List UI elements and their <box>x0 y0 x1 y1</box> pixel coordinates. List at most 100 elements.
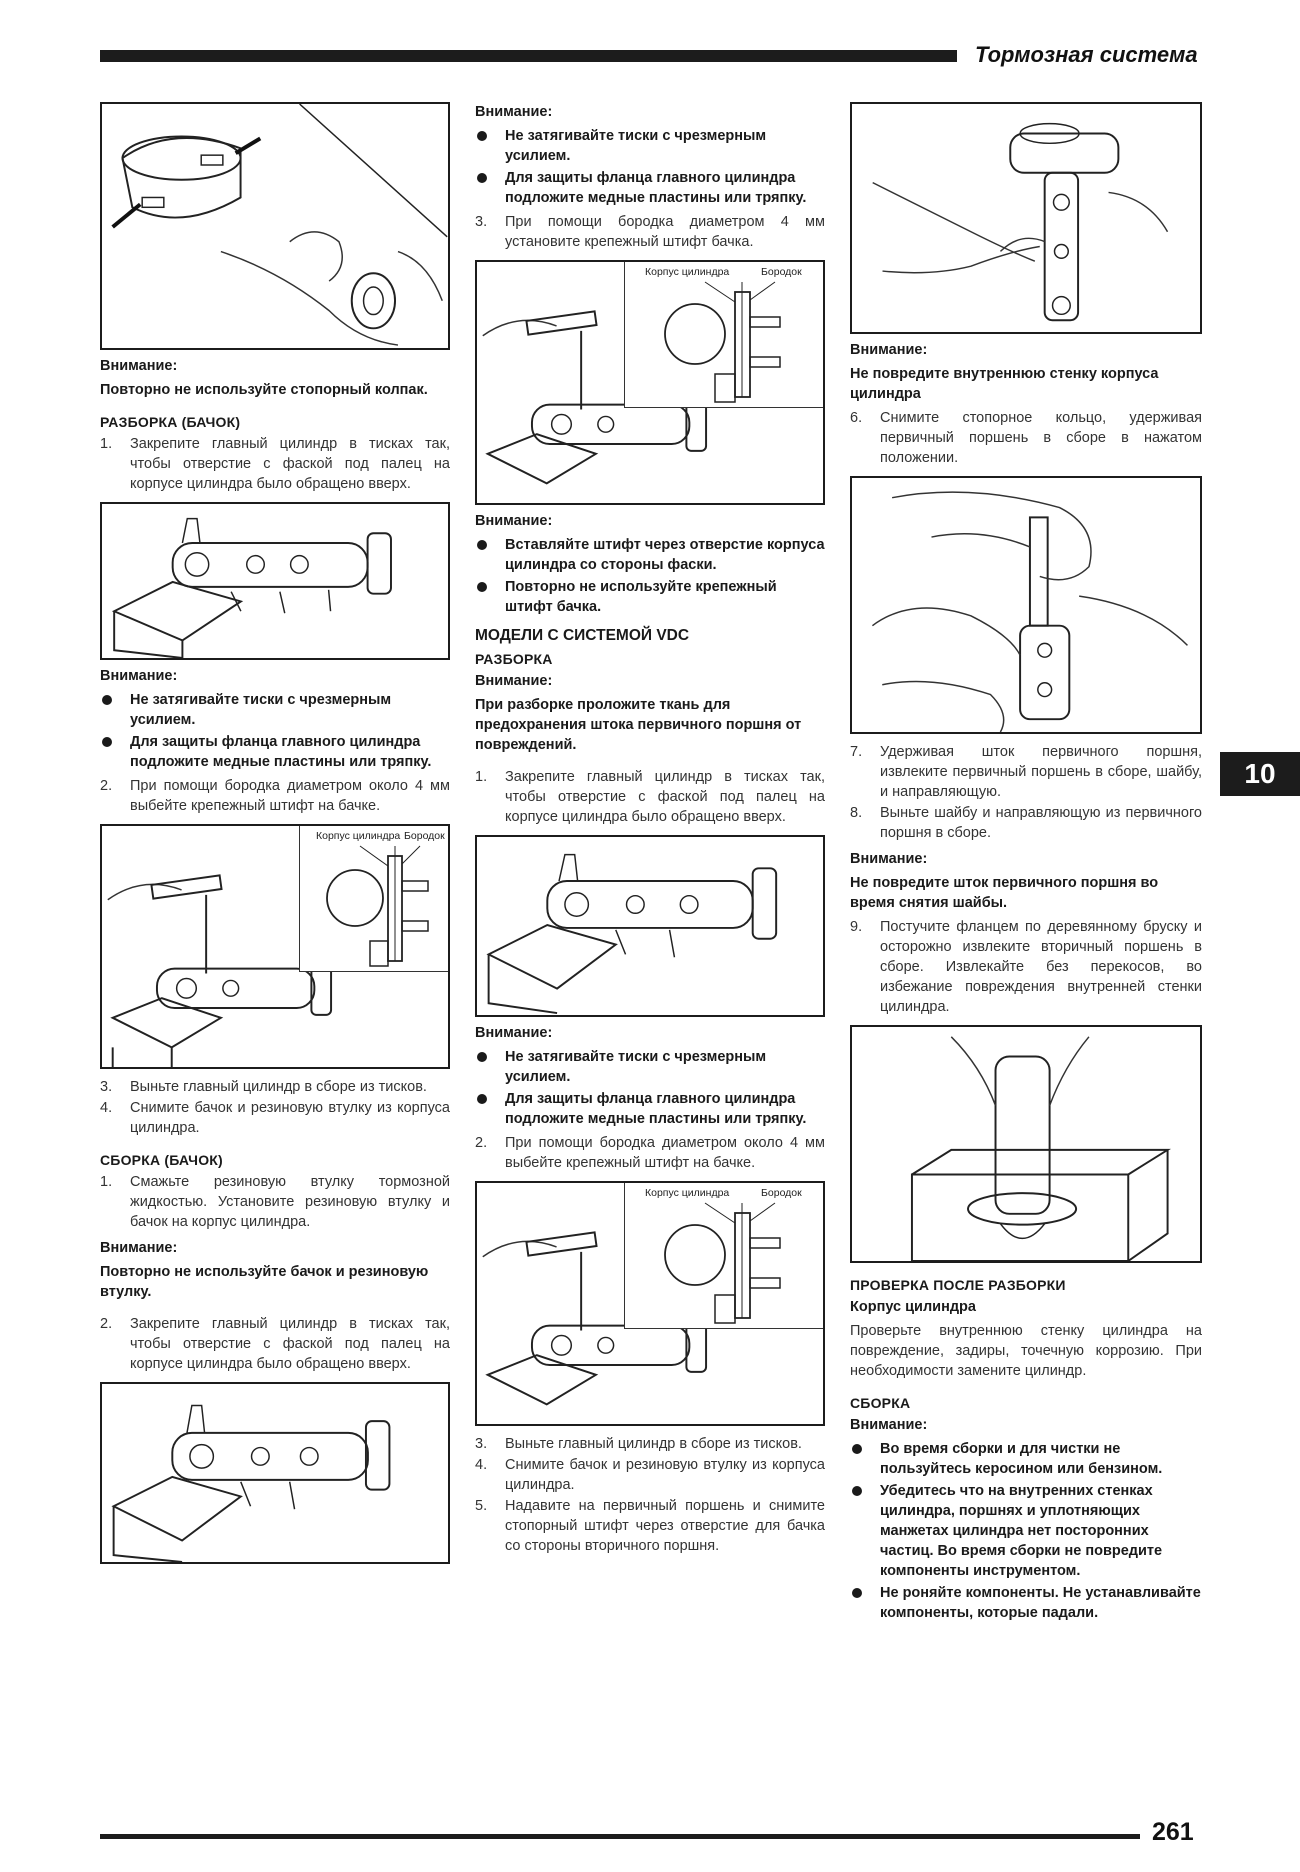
figure-inset-diagram: Корпус цилиндра Бородок <box>624 262 823 408</box>
figure-inset-diagram: Корпус цилиндра Бородок <box>624 1183 823 1329</box>
list-item: 4.Снимите бачок и резиновую втулку из ко… <box>475 1457 825 1493</box>
label-cylinder-body: Корпус цилиндра <box>645 266 730 278</box>
label-punch: Бородок <box>761 1187 802 1199</box>
paragraph: Проверьте внутреннюю стенку цилиндра на … <box>850 1323 1202 1379</box>
warning-list: Не затягивайте тиски с чрезмерным усилие… <box>475 1047 825 1129</box>
steps-list: 1.Смажьте резиновую втулку тормозной жид… <box>100 1172 450 1232</box>
list-item: Во время сборки и для чистки не пользуйт… <box>850 1439 1202 1479</box>
list-item: 8.Выньте шайбу и направляющую из первичн… <box>850 805 1202 841</box>
list-item: 1.Смажьте резиновую втулку тормозной жид… <box>100 1174 450 1230</box>
pin-section-diagram <box>664 1202 781 1324</box>
steps-list: 7.Удерживая шток первичного поршня, извл… <box>850 742 1202 843</box>
label-cylinder-body: Корпус цилиндра <box>316 830 401 842</box>
column-1: Внимание: Повторно не используйте стопор… <box>100 102 450 1572</box>
vise-clamp-illustration <box>111 1404 391 1562</box>
list-item: 1.Закрепите главный цилиндр в тисках так… <box>100 436 450 492</box>
note-heading: Внимание: <box>475 673 553 689</box>
steps-list: 2.При помощи бородка диаметром около 4 м… <box>475 1133 825 1173</box>
warning-text: Повторно не используйте бачок и резинову… <box>100 1264 429 1300</box>
figure-cap-removal <box>100 102 450 350</box>
steps-list: 9.Постучите фланцем по деревянному бруск… <box>850 917 1202 1017</box>
steps-list: 1.Закрепите главный цилиндр в тисках так… <box>475 767 825 827</box>
list-item: 7.Удерживая шток первичного поршня, извл… <box>850 744 1202 800</box>
footer-rule <box>100 1834 1140 1839</box>
warning-text: При разборке проложите ткань для предохр… <box>475 697 802 753</box>
figure-secondary-piston-removal <box>850 1025 1202 1263</box>
figure-vise-clamp-vdc <box>475 835 825 1017</box>
steps-list: 3.При помощи бородка диаметром 4 мм уста… <box>475 212 825 252</box>
note-heading: Внимание: <box>475 513 553 529</box>
pin-section-diagram <box>664 281 781 403</box>
section-title-vdc-models: МОДЕЛИ С СИСТЕМОЙ VDC <box>475 627 690 644</box>
label-punch: Бородок <box>404 830 445 842</box>
figure-vise-clamp <box>100 502 450 660</box>
warning-list: Не затягивайте тиски с чрезмерным усилие… <box>100 690 450 772</box>
warning-text: Не повредите внутреннюю стенку корпуса ц… <box>850 366 1159 402</box>
figure-inset-diagram: Корпус цилиндра Бородок <box>299 826 448 972</box>
steps-list: 3.Выньте главный цилиндр в сборе из тиск… <box>100 1077 450 1138</box>
list-item: 3.При помощи бородка диаметром 4 мм уста… <box>475 214 825 250</box>
section-title-assembly-tank: СБОРКА (БАЧОК) <box>100 1152 223 1168</box>
cylinder-handling-illustration <box>872 122 1169 322</box>
list-item: Для защиты фланца главного цилиндра подл… <box>100 732 450 772</box>
piston-tap-illustration <box>910 1036 1172 1261</box>
chapter-tab: 10 <box>1220 752 1300 796</box>
list-item: Для защиты фланца главного цилиндра подл… <box>475 168 825 208</box>
section-header-title: Тормозная система <box>975 42 1198 67</box>
list-item: 4.Снимите бачок и резиновую втулку из ко… <box>100 1100 450 1136</box>
list-item: Не затягивайте тиски с чрезмерным усилие… <box>475 126 825 166</box>
warning-text: Повторно не используйте стопорный колпак… <box>100 382 428 398</box>
vise-clamp-illustration <box>486 853 778 1015</box>
section-title-assembly: СБОРКА <box>850 1395 911 1411</box>
steps-list: 1.Закрепите главный цилиндр в тисках так… <box>100 434 450 494</box>
figure-pin-knockout-vdc: Корпус цилиндра Бородок <box>475 1181 825 1426</box>
note-heading: Внимание: <box>475 104 553 120</box>
warning-list: Вставляйте штифт через отверстие корпуса… <box>475 535 825 617</box>
warning-text: Не повредите шток первичного поршня во в… <box>850 875 1159 911</box>
list-item: Вставляйте штифт через отверстие корпуса… <box>475 535 825 575</box>
steps-list: 2.При помощи бородка диаметром около 4 м… <box>100 776 450 816</box>
note-heading: Внимание: <box>475 1025 553 1041</box>
note-heading: Внимание: <box>850 851 928 867</box>
header-rule <box>100 50 957 62</box>
note-heading: Внимание: <box>100 1240 178 1256</box>
figure-pin-install: Корпус цилиндра Бородок <box>475 260 825 505</box>
figure-cylinder-inspection <box>850 102 1202 334</box>
figure-pin-knockout: Корпус цилиндра Бородок <box>100 824 450 1069</box>
steps-list: 3.Выньте главный цилиндр в сборе из тиск… <box>475 1434 825 1556</box>
list-item: Убедитесь что на внутренних стенках цили… <box>850 1481 1202 1581</box>
list-item: 1.Закрепите главный цилиндр в тисках так… <box>475 769 825 825</box>
list-item: 2.При помощи бородка диаметром около 4 м… <box>100 778 450 814</box>
label-punch: Бородок <box>761 266 802 278</box>
list-item: Повторно не используйте крепежный штифт … <box>475 577 825 617</box>
steps-list: 2.Закрепите главный цилиндр в тисках так… <box>100 1314 450 1374</box>
list-item: 3.Выньте главный цилиндр в сборе из тиск… <box>100 1079 427 1095</box>
figure-vise-clamp-2 <box>100 1382 450 1564</box>
list-item: Не роняйте компоненты. Не устанавливайте… <box>850 1583 1202 1623</box>
list-item: 6.Снимите стопорное кольцо, удерживая пе… <box>850 410 1202 466</box>
list-item: 9.Постучите фланцем по деревянному бруск… <box>850 919 1202 1015</box>
list-item: 2.При помощи бородка диаметром около 4 м… <box>475 1135 825 1171</box>
label-cylinder-body: Корпус цилиндра <box>645 1187 730 1199</box>
figure-snap-ring-removal <box>850 476 1202 734</box>
list-item: Не затягивайте тиски с чрезмерным усилие… <box>475 1047 825 1087</box>
subsection-title-cylinder-body: Корпус цилиндра <box>850 1299 976 1315</box>
column-3: Внимание: Не повредите внутреннюю стенку… <box>850 102 1202 1627</box>
pin-section-diagram <box>326 845 429 967</box>
list-item: Для защиты фланца главного цилиндра подл… <box>475 1089 825 1129</box>
vise-clamp-illustration <box>111 517 392 658</box>
warning-list: Не затягивайте тиски с чрезмерным усилие… <box>475 126 825 208</box>
note-heading: Внимание: <box>850 1417 928 1433</box>
note-heading: Внимание: <box>850 342 928 358</box>
pin-knockout-illustration <box>107 874 333 1067</box>
note-heading: Внимание: <box>100 668 178 684</box>
snap-ring-removal-illustration <box>871 491 1188 732</box>
list-item: Не затягивайте тиски с чрезмерным усилие… <box>100 690 450 730</box>
cap-removal-illustration <box>111 104 448 346</box>
section-title-post-disassembly-check: ПРОВЕРКА ПОСЛЕ РАЗБОРКИ <box>850 1277 1066 1293</box>
list-item: 5.Надавите на первичный поршень и снимит… <box>475 1498 825 1554</box>
list-item: 2.Закрепите главный цилиндр в тисках так… <box>100 1316 450 1372</box>
steps-list: 6.Снимите стопорное кольцо, удерживая пе… <box>850 408 1202 468</box>
note-heading: Внимание: <box>100 358 178 374</box>
subsection-title-disassembly: РАЗБОРКА <box>475 651 553 667</box>
